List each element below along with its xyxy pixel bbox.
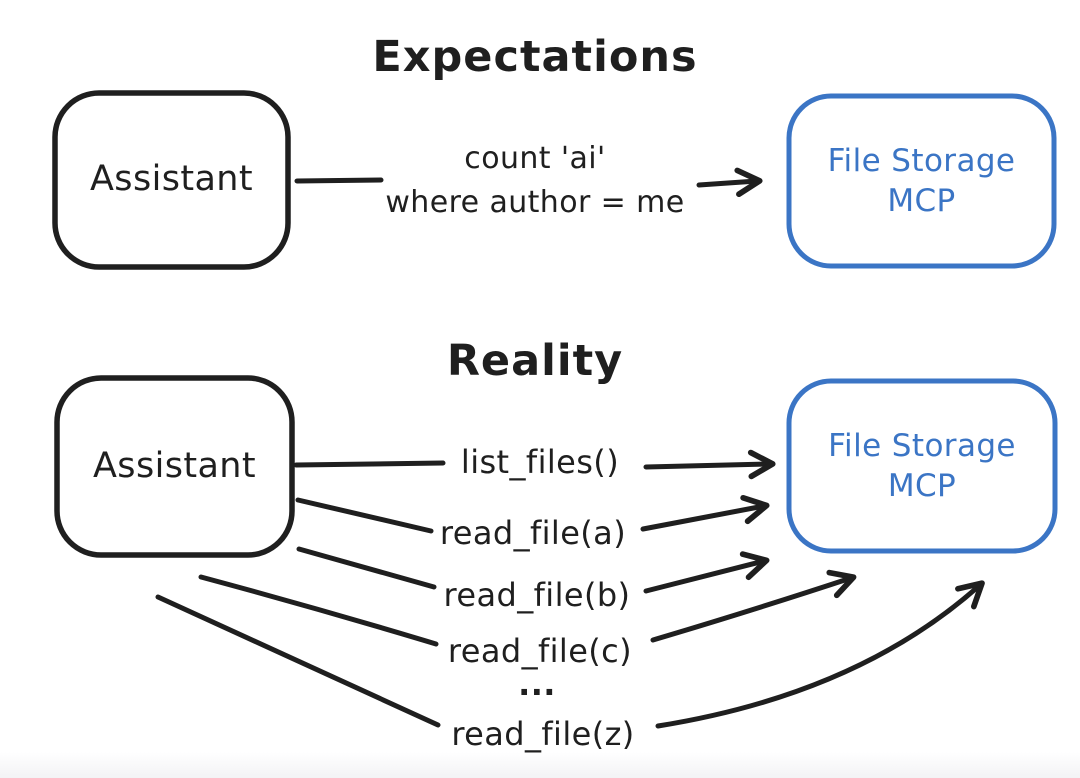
request-text: count 'ai' where author = me — [340, 137, 730, 225]
list-files-line-left — [293, 460, 446, 468]
request-line-1: count 'ai' — [464, 141, 606, 176]
read-file-c-arrow — [650, 569, 857, 643]
call-label-read-file-c: read_file(c) — [447, 632, 633, 670]
list-files-arrow — [643, 449, 776, 480]
assistant-label-reality: Assistant — [92, 445, 257, 486]
expectations-arrow — [696, 167, 763, 198]
expectations-connector-line — [294, 177, 384, 184]
read-file-b-line-left — [296, 546, 437, 590]
server-box-expectations — [786, 93, 1057, 269]
call-label-ellipsis: ... — [518, 665, 556, 703]
read-file-a-arrow — [640, 494, 770, 532]
server-real-line-2: MCP — [887, 468, 957, 504]
request-line-2: where author = me — [385, 185, 685, 220]
read-file-z-arrow — [655, 580, 985, 729]
assistant-box-expectations — [52, 90, 291, 270]
server-real-line-1: File Storage — [828, 428, 1016, 464]
assistant-label-expectations: Assistant — [89, 159, 254, 200]
call-label-read-file-a: read_file(a) — [439, 514, 627, 552]
read-file-a-line-left — [295, 497, 434, 534]
read-file-z-line-left — [155, 594, 441, 728]
call-label-read-file-b: read_file(b) — [443, 576, 631, 614]
read-file-b-arrow — [643, 551, 770, 594]
assistant-box-reality — [54, 375, 295, 558]
server-box-reality — [786, 378, 1058, 554]
server-exp-line-1: File Storage — [827, 143, 1016, 179]
call-label-list-files: list_files() — [460, 443, 620, 481]
read-file-c-line-left — [198, 574, 439, 647]
server-exp-line-2: MCP — [887, 183, 956, 219]
call-label-read-file-z: read_file(z) — [451, 715, 635, 753]
expectations-title: Expectations — [372, 32, 698, 82]
reality-title: Reality — [446, 336, 624, 386]
